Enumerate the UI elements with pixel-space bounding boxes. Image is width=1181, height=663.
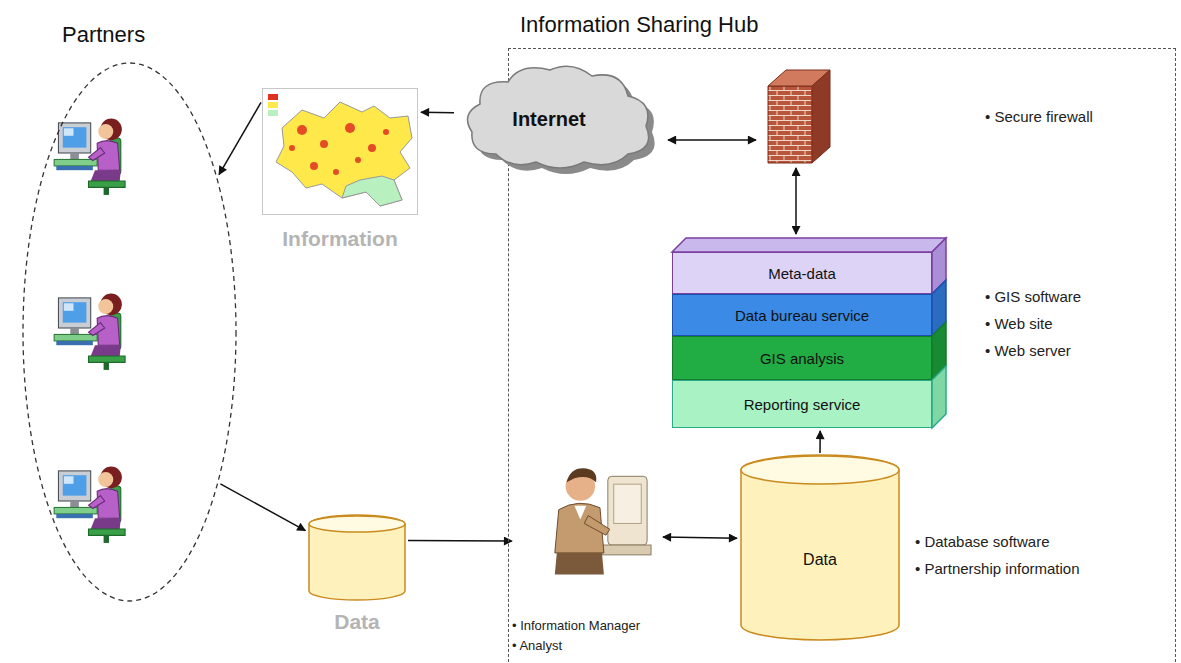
flow-arrow: [220, 484, 305, 531]
stack-layer: Meta-data: [672, 252, 932, 294]
database-cylinder: Data: [740, 455, 900, 640]
analyst-figure: • Information Manager• Analyst: [515, 455, 660, 660]
flow-arrow: [421, 111, 454, 113]
layer-label: GIS analysis: [760, 350, 844, 367]
text-holder: Data bureau service: [673, 295, 931, 335]
role-label: • Analyst: [512, 636, 640, 656]
group-heading: Partners: [62, 22, 145, 48]
region-heading: Information Sharing Hub: [520, 12, 758, 38]
text-holder: Reporting service: [673, 381, 931, 427]
note-label: • Secure firewall: [985, 108, 1093, 125]
flow-arrow: [663, 537, 737, 538]
role-label: • Information Manager: [512, 616, 640, 636]
data-cylinder: Data: [308, 515, 406, 600]
flow-arrow: [408, 540, 512, 542]
partners-group: Partners: [22, 62, 237, 602]
shape-outline: [22, 62, 237, 602]
stack-layer: GIS analysis: [672, 336, 932, 380]
shape-outline: [308, 515, 406, 600]
layer-label: Reporting service: [744, 396, 861, 413]
internet-cloud: Internet: [456, 58, 662, 180]
shape-outline: [740, 455, 900, 640]
grey-caption: Information: [282, 227, 398, 251]
text-holder: Internet: [456, 58, 662, 180]
layer-label: Data bureau service: [735, 307, 869, 324]
text-holder: • Information Manager• Analyst: [512, 616, 640, 656]
stack-layer: Reporting service: [672, 380, 932, 428]
grey-caption: Data: [334, 610, 380, 634]
flow-arrow: [219, 102, 261, 174]
shape-outline: [262, 88, 418, 215]
note-label: • Web server: [985, 342, 1071, 359]
note-label: • GIS software: [985, 288, 1081, 305]
flow-arrow: [819, 431, 821, 453]
note-label: • Database software: [915, 533, 1050, 550]
text-holder: GIS analysis: [673, 337, 931, 379]
note-label: • Web site: [985, 315, 1053, 332]
cylinder-label: Data: [803, 551, 837, 569]
layer-label: Meta-data: [768, 265, 836, 282]
text-holder: Meta-data: [673, 253, 931, 293]
map-image: Information: [262, 88, 418, 215]
stack-layer: Data bureau service: [672, 294, 932, 336]
note-label: • Partnership information: [915, 560, 1080, 577]
text-holder: Data: [740, 455, 900, 640]
cloud-label: Internet: [512, 108, 585, 131]
